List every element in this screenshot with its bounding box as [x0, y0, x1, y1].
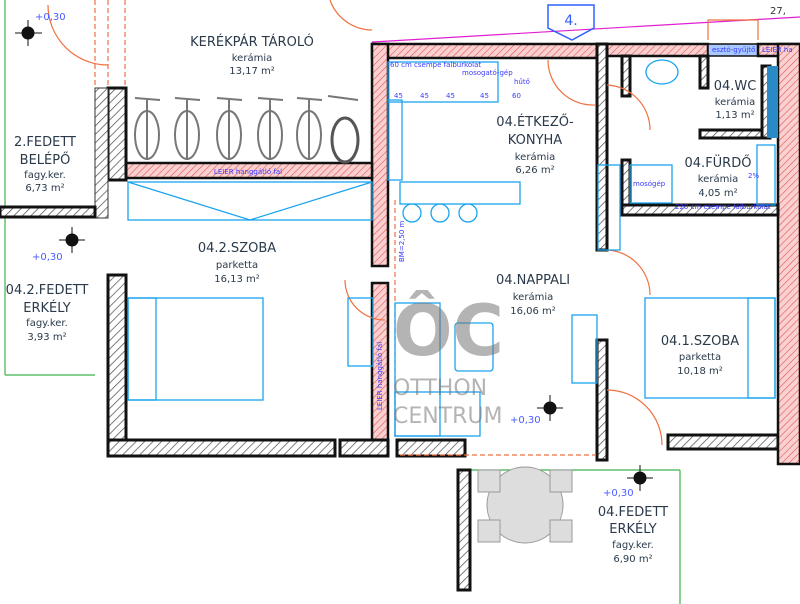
room-furdo: 04.FÜRDŐ kerámia 4,05 m² [685, 154, 752, 199]
corner-text: 27, [770, 6, 786, 17]
svg-text:45: 45 [480, 92, 489, 100]
svg-text:6,90 m²: 6,90 m² [613, 554, 652, 565]
room-042-szoba: 04.2.SZOBA parketta 16,13 m² [198, 241, 276, 285]
bike-rack [134, 95, 360, 164]
svg-text:hűtő: hűtő [514, 77, 530, 86]
svg-text:ERKÉLY: ERKÉLY [609, 521, 657, 537]
svg-text:ERKÉLY: ERKÉLY [23, 300, 71, 316]
svg-text:04.FEDETT: 04.FEDETT [598, 505, 668, 520]
svg-text:ÔC: ÔC [393, 290, 504, 372]
svg-text:16,13 m²: 16,13 m² [214, 274, 260, 285]
room-etkezo-konyha: 04.ÉTKEZŐ- KONYHA kerámia 6,26 m² [496, 114, 574, 176]
section-marker-label: 4. [564, 13, 577, 29]
svg-text:LEIER ha: LEIER ha [762, 46, 793, 54]
section-marker: 4. [547, 4, 595, 41]
svg-text:04.FÜRDŐ: 04.FÜRDŐ [685, 154, 752, 171]
coffee-table [454, 322, 494, 372]
svg-text:fagy.ker.: fagy.ker. [26, 318, 68, 329]
svg-text:fagy.ker.: fagy.ker. [612, 540, 654, 551]
svg-text:parketta: parketta [216, 260, 258, 271]
svg-text:kerámia: kerámia [715, 96, 755, 108]
svg-text:2.FEDETT: 2.FEDETT [14, 135, 76, 150]
room-042-fedett-erkely: 04.2.FEDETT ERKÉLY fagy.ker. 3,93 m² [6, 283, 89, 343]
svg-text:45: 45 [394, 92, 403, 100]
svg-text:3,93 m²: 3,93 m² [27, 332, 66, 343]
svg-text:KERÉKPÁR TÁROLÓ: KERÉKPÁR TÁROLÓ [190, 34, 314, 50]
sink [645, 59, 679, 85]
svg-text:04.WC: 04.WC [714, 79, 757, 94]
svg-text:OTTHON: OTTHON [393, 376, 487, 401]
svg-text:04.2.FEDETT: 04.2.FEDETT [6, 283, 89, 298]
svg-text:kerámia: kerámia [515, 151, 555, 163]
svg-text:fagy.ker.: fagy.ker. [24, 170, 66, 181]
svg-text:04.1.SZOBA: 04.1.SZOBA [661, 334, 739, 349]
annotations: LEIER hanggátló fal LEIER hanggátló fal … [214, 45, 793, 410]
svg-text:04.ÉTKEZŐ-: 04.ÉTKEZŐ- [496, 114, 574, 130]
room-kerekpar-tarolo: KERÉKPÁR TÁROLÓ kerámia 13,17 m² [190, 34, 314, 77]
level-label: +0,30 [603, 488, 634, 499]
patio-table [477, 466, 573, 544]
watermark-logo: ÔC OTTHON CENTRUM [393, 290, 504, 429]
room-041-szoba: 04.1.SZOBA parketta 10,18 m² [661, 334, 739, 377]
walls [0, 42, 800, 592]
svg-text:4,05 m²: 4,05 m² [698, 188, 737, 199]
svg-text:2%: 2% [748, 172, 759, 180]
washing-machine [629, 164, 673, 204]
svg-text:45: 45 [420, 92, 429, 100]
room-wc: 04.WC kerámia 1,13 m² [714, 79, 757, 121]
svg-text:13,17 m²: 13,17 m² [229, 66, 275, 77]
svg-text:04.NAPPALI: 04.NAPPALI [496, 273, 570, 288]
svg-text:LEIER hanggátló fal: LEIER hanggátló fal [376, 342, 384, 410]
svg-text:04.2.SZOBA: 04.2.SZOBA [198, 241, 276, 256]
svg-text:kerámia: kerámia [232, 52, 272, 64]
kitchen-counter [387, 61, 499, 103]
svg-text:esztó-gyűjtő: esztó-gyűjtő [712, 45, 755, 54]
svg-text:BM=2,50 m: BM=2,50 m [398, 220, 406, 262]
svg-text:mosógép: mosógép [633, 180, 666, 188]
svg-text:60: 60 [512, 92, 521, 100]
svg-text:mosogató-gép: mosogató-gép [462, 69, 513, 77]
room-fedett-belepo: 2.FEDETT BELÉPŐ fagy.ker. 6,73 m² [14, 135, 76, 194]
svg-text:10,18 m²: 10,18 m² [677, 366, 723, 377]
svg-text:6,73 m²: 6,73 m² [25, 183, 64, 194]
level-label: +0,30 [510, 415, 541, 426]
room-nappali: 04.NAPPALI kerámia 16,06 m² [496, 273, 570, 317]
bed [127, 297, 264, 401]
svg-text:6,26 m²: 6,26 m² [515, 165, 554, 176]
svg-text:16,06 m²: 16,06 m² [510, 306, 556, 317]
svg-text:kerámia: kerámia [698, 173, 738, 185]
room-04-fedett-erkely: 04.FEDETT ERKÉLY fagy.ker. 6,90 m² [598, 505, 668, 565]
svg-text:LEIER hanggátló fal: LEIER hanggátló fal [214, 168, 282, 176]
svg-text:220 cm csempe falburkolat: 220 cm csempe falburkolat [675, 203, 771, 211]
level-label: +0,30 [35, 12, 66, 23]
level-markers [15, 20, 653, 491]
svg-text:KONYHA: KONYHA [508, 133, 562, 148]
svg-text:parketta: parketta [679, 352, 721, 363]
svg-text:kerámia: kerámia [513, 291, 553, 303]
level-label: +0,30 [32, 252, 63, 263]
svg-text:BELÉPŐ: BELÉPŐ [20, 152, 71, 168]
svg-text:CENTRUM: CENTRUM [393, 404, 503, 429]
furniture [127, 59, 776, 437]
svg-text:60 cm csempe falburkolat: 60 cm csempe falburkolat [390, 61, 481, 69]
boundary-line [371, 16, 800, 43]
svg-text:45: 45 [446, 92, 455, 100]
property-lines [4, 0, 800, 604]
svg-text:1,13 m²: 1,13 m² [715, 110, 754, 121]
